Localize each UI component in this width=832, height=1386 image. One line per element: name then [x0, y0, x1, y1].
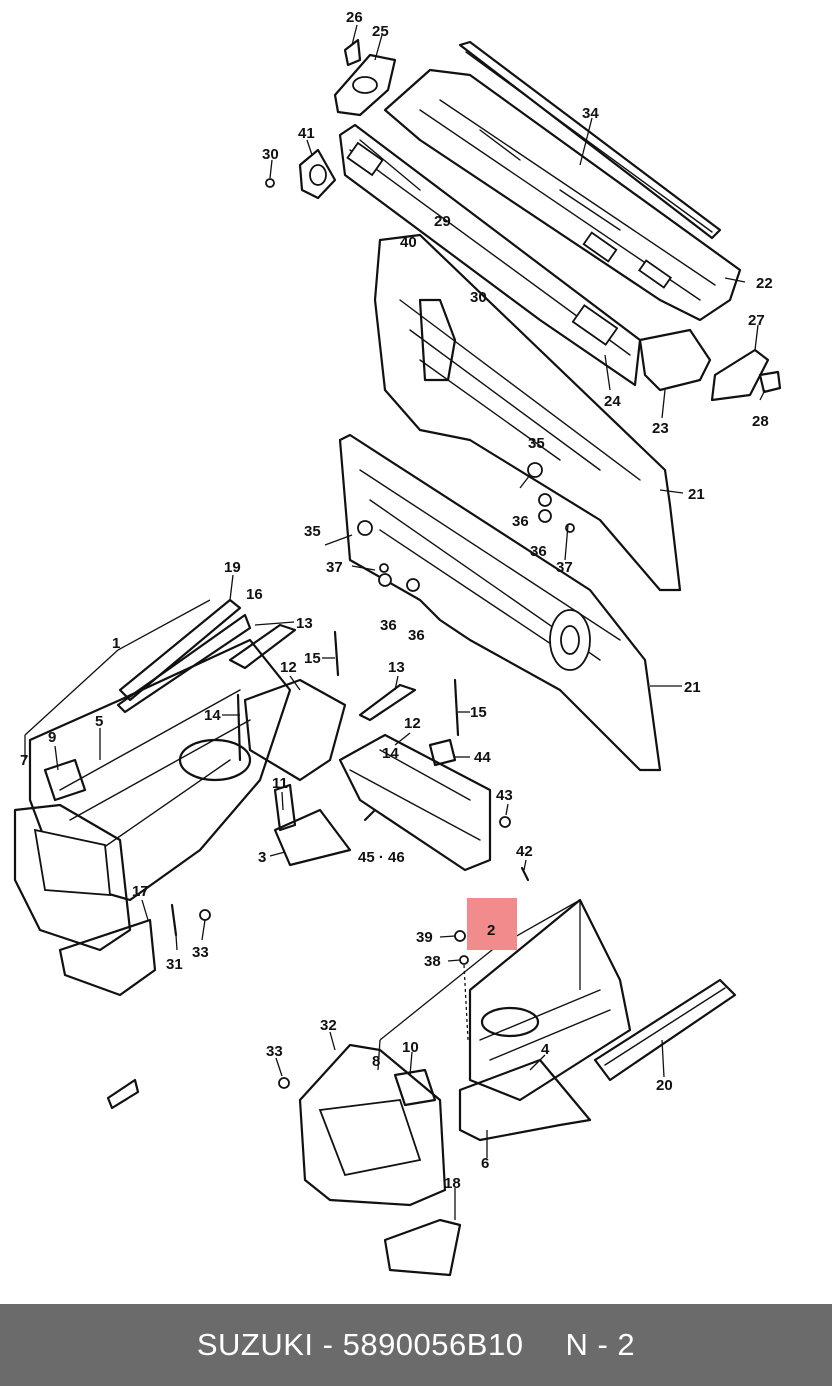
callout-27: 27: [748, 312, 765, 329]
callout-21: 21: [688, 486, 705, 503]
callout-12: 12: [280, 659, 297, 676]
callout-33: 33: [192, 944, 209, 961]
callout-35-b: 35: [304, 523, 321, 540]
left-side-assembly: [13, 598, 530, 997]
callout-32: 32: [320, 1017, 337, 1034]
callout-20: 20: [656, 1077, 673, 1094]
callout-26: 26: [346, 9, 363, 26]
callout-28: 28: [752, 413, 769, 430]
callout-33-b: 33: [266, 1043, 283, 1060]
callout-labels: 26 25 34 41 30 40 29 30 22 27 24 23 28 3…: [20, 9, 773, 1192]
callout-6: 6: [481, 1155, 489, 1172]
callout-14-b: 14: [382, 745, 399, 762]
leader-lines: [24, 24, 766, 1220]
callout-24: 24: [604, 393, 621, 410]
callout-37: 37: [326, 559, 343, 576]
callout-16: 16: [246, 586, 263, 603]
callout-29: 29: [434, 213, 451, 230]
front-member-assembly: [106, 898, 737, 1277]
callout-22: 22: [756, 275, 773, 292]
callout-14: 14: [204, 707, 221, 724]
callout-9: 9: [48, 729, 56, 746]
callout-36-c: 36: [380, 617, 397, 634]
callout-13: 13: [296, 615, 313, 632]
callout-12-b: 12: [404, 715, 421, 732]
cowl-top-assembly: [265, 38, 782, 402]
callout-19: 19: [224, 559, 241, 576]
callout-30: 30: [262, 146, 279, 163]
callout-35: 35: [528, 435, 545, 452]
callout-15-b: 15: [470, 704, 487, 721]
callout-36-d: 36: [408, 627, 425, 644]
callout-31: 31: [166, 956, 183, 973]
callout-37-b: 37: [556, 559, 573, 576]
callout-25: 25: [372, 23, 389, 40]
callout-44: 44: [474, 749, 491, 766]
callout-34: 34: [582, 105, 599, 122]
callout-43: 43: [496, 787, 513, 804]
callout-8: 8: [372, 1053, 380, 1070]
callout-4: 4: [541, 1041, 550, 1058]
callout-40: 40: [400, 234, 417, 251]
callout-36-b: 36: [530, 543, 547, 560]
callout-13-b: 13: [388, 659, 405, 676]
callout-23: 23: [652, 420, 669, 437]
page-reference: N - 2: [565, 1327, 636, 1362]
highlighted-part-marker: [467, 898, 517, 950]
callout-10: 10: [402, 1039, 419, 1056]
callout-7: 7: [20, 752, 28, 769]
callout-15: 15: [304, 650, 321, 667]
dash-panel: [338, 233, 682, 772]
callout-42: 42: [516, 843, 533, 860]
callout-21-b: 21: [684, 679, 701, 696]
callout-17: 17: [132, 883, 149, 900]
parts-exploded-diagram: 26 25 34 41 30 40 29 30 22 27 24 23 28 3…: [13, 9, 782, 1277]
callout-41: 41: [298, 125, 315, 142]
callout-38: 38: [424, 953, 441, 970]
callout-2: 2: [487, 922, 495, 939]
callout-45-46: 45 · 46: [358, 849, 405, 866]
callout-36: 36: [512, 513, 529, 530]
callout-39: 39: [416, 929, 433, 946]
callout-30-lower: 30: [470, 289, 487, 306]
part-number: SUZUKI - 5890056B10: [196, 1327, 524, 1362]
callout-3: 3: [258, 849, 266, 866]
callout-5: 5: [95, 713, 103, 730]
callout-11: 11: [272, 775, 288, 792]
part-info-footer: SUZUKI - 5890056B10 N - 2: [0, 1304, 832, 1386]
callout-1: 1: [112, 635, 120, 652]
callout-18: 18: [444, 1175, 461, 1192]
